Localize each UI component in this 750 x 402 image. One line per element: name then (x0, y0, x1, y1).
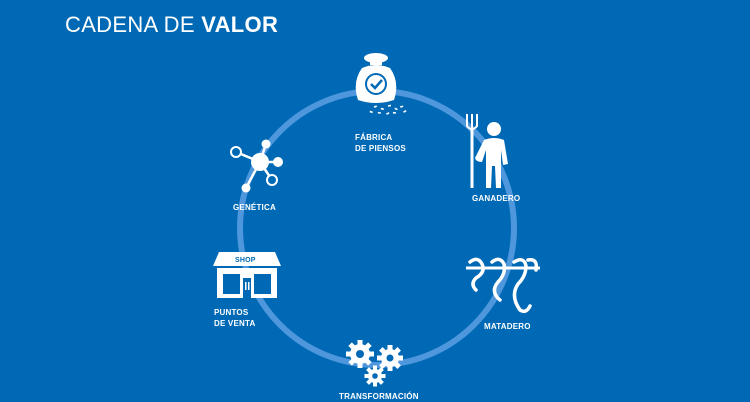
feed-sack-icon (348, 50, 410, 118)
title-bold: VALOR (201, 12, 279, 37)
shop-icon (213, 252, 281, 300)
molecule-icon (228, 136, 288, 194)
stage-label-matadero: MATADERO (484, 321, 531, 332)
meat-hooks-icon (466, 256, 540, 316)
stage-label-fabrica-line2: DE PIENSOS (355, 144, 406, 153)
stage-label-matadero-line1: MATADERO (484, 322, 531, 331)
shop-sign: SHOP (235, 257, 256, 264)
title-light: CADENA DE (65, 12, 202, 37)
stage-label-fabrica-line1: FÁBRICA (355, 133, 393, 142)
farmer-pitchfork-icon (462, 112, 514, 190)
stage-label-fabrica: FÁBRICA DE PIENSOS (355, 132, 406, 154)
stage-label-puntos-line2: DE VENTA (214, 319, 256, 328)
gears-icon (344, 338, 408, 388)
stage-label-ganadero-line1: GANADERO (472, 194, 521, 203)
stage-label-ganadero: GANADERO (472, 193, 520, 204)
page-title: CADENA DE VALOR (65, 12, 278, 38)
stage-label-genetica-line1: GENÉTICA (233, 203, 276, 212)
stage-label-puntos: PUNTOS DE VENTA (214, 307, 255, 329)
stage-label-genetica: GENÉTICA (233, 202, 276, 213)
stage-label-puntos-line1: PUNTOS (214, 308, 249, 317)
stage-label-transformacion: TRANSFORMACIÓN (339, 391, 419, 402)
stage-label-transformacion-line1: TRANSFORMACIÓN (339, 392, 419, 401)
